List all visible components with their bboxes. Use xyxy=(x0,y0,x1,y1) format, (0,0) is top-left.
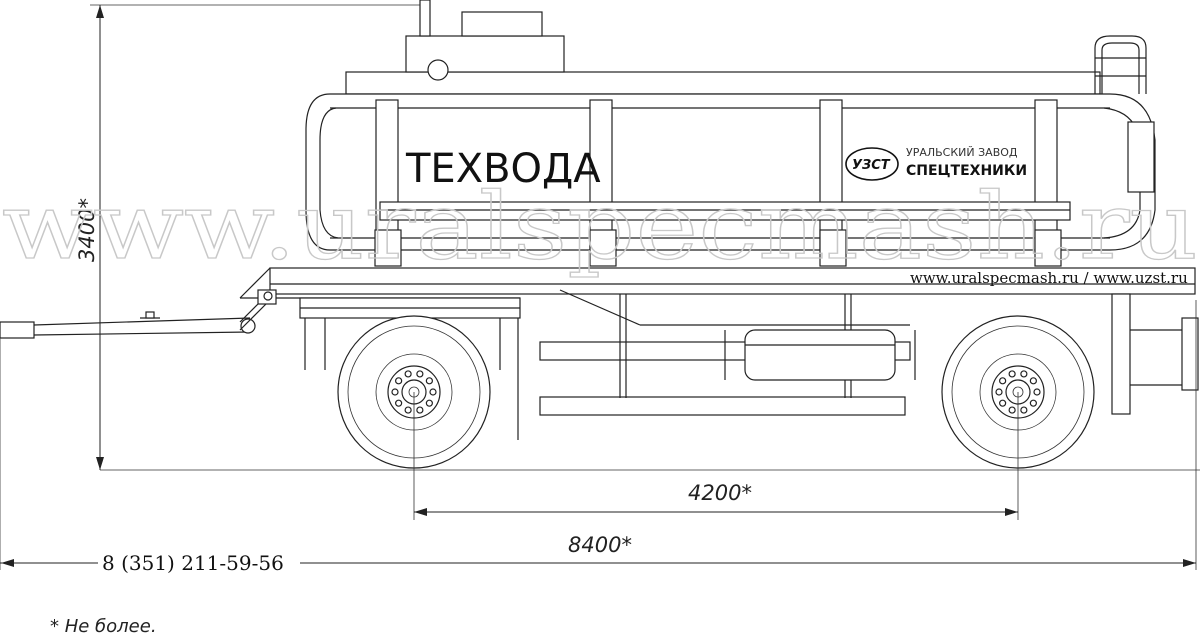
watermark-text: www.uralspecmash.ru xyxy=(2,173,1198,280)
wheelbase-dimension: 4200* xyxy=(413,392,1019,520)
overall-length-dimension-label: 8400* xyxy=(568,533,632,557)
manufacturer-logo: УЗСТ УРАЛЬСКИЙ ЗАВОД СПЕЦТЕХНИКИ xyxy=(845,146,1027,181)
tank-label: ТЕХВОДА xyxy=(405,146,601,192)
drawbar xyxy=(0,299,271,339)
lug-bolt xyxy=(1008,370,1016,378)
logo-line-1: УРАЛЬСКИЙ ЗАВОД xyxy=(906,146,1018,159)
lug-bolt xyxy=(1029,399,1037,407)
lug-bolt xyxy=(391,388,399,396)
tank-body xyxy=(305,0,1156,267)
lug-bolt xyxy=(1029,377,1037,385)
websites-text: www.uralspecmash.ru / www.uzst.ru xyxy=(910,269,1188,287)
lug-bolt xyxy=(1008,406,1016,414)
phone-number: 8 (351) 211-59-56 xyxy=(102,551,284,575)
footnote: * Не более. xyxy=(50,616,157,637)
lug-bolt xyxy=(395,377,403,385)
logo-line-2: СПЕЦТЕХНИКИ xyxy=(906,163,1027,179)
lug-bolt xyxy=(404,370,412,378)
lug-bolt xyxy=(425,399,433,407)
lug-bolt xyxy=(429,388,437,396)
lug-bolt xyxy=(404,406,412,414)
wheelbase-dimension-label: 4200* xyxy=(688,481,752,505)
lug-bolt xyxy=(425,377,433,385)
lug-bolt xyxy=(1020,406,1028,414)
height-dimension: 3400* xyxy=(75,4,430,470)
lug-bolt xyxy=(999,377,1007,385)
lug-bolt xyxy=(995,388,1003,396)
lug-bolt xyxy=(416,370,424,378)
logo-mark: УЗСТ xyxy=(852,158,891,173)
height-dimension-label: 3400* xyxy=(75,198,99,262)
chassis-frame xyxy=(239,267,1199,440)
lug-bolt xyxy=(395,399,403,407)
lug-bolt xyxy=(1020,370,1028,378)
lug-bolt xyxy=(999,399,1007,407)
lug-bolt xyxy=(416,406,424,414)
lug-bolt xyxy=(1033,388,1041,396)
